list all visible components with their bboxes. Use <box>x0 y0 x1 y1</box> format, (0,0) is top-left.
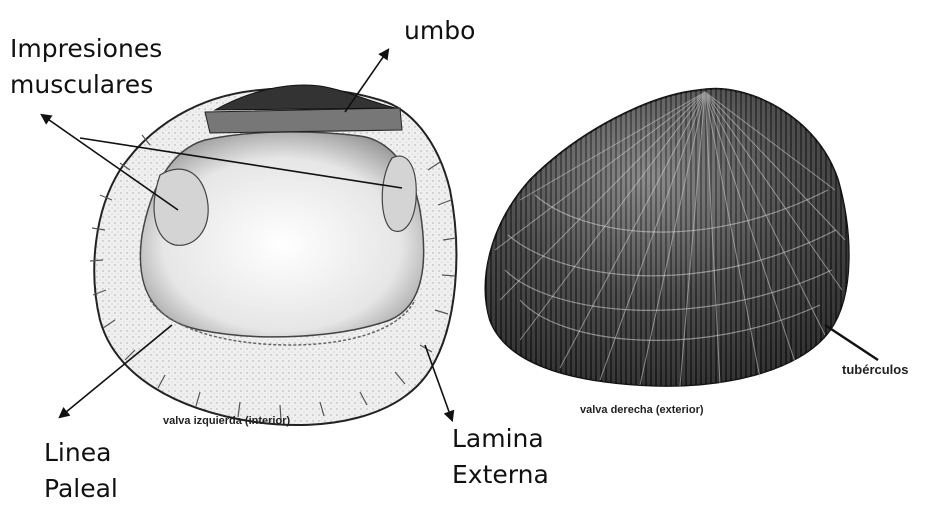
right-valve <box>486 89 849 386</box>
label-linea-line1: Linea <box>44 436 111 470</box>
label-linea-line2: Paleal <box>44 472 118 506</box>
label-tuberculos: tubérculos <box>842 362 908 377</box>
right-valve-ribs <box>486 89 849 386</box>
caption-right-valve: valva derecha (exterior) <box>580 404 704 416</box>
label-lamina-line1: Lamina <box>452 422 544 456</box>
left-valve <box>90 85 456 425</box>
left-muscle-scar <box>154 169 208 245</box>
label-impresiones-line1: Impresiones <box>10 32 162 66</box>
label-lamina-line2: Externa <box>452 458 549 492</box>
hinge-teeth <box>205 108 402 133</box>
tuberculos-line <box>825 325 878 360</box>
caption-left-valve: valva izquierda (interior) <box>163 415 290 427</box>
right-muscle-scar <box>382 156 416 231</box>
label-impresiones-line2: musculares <box>10 68 153 102</box>
label-umbo: umbo <box>404 14 475 48</box>
